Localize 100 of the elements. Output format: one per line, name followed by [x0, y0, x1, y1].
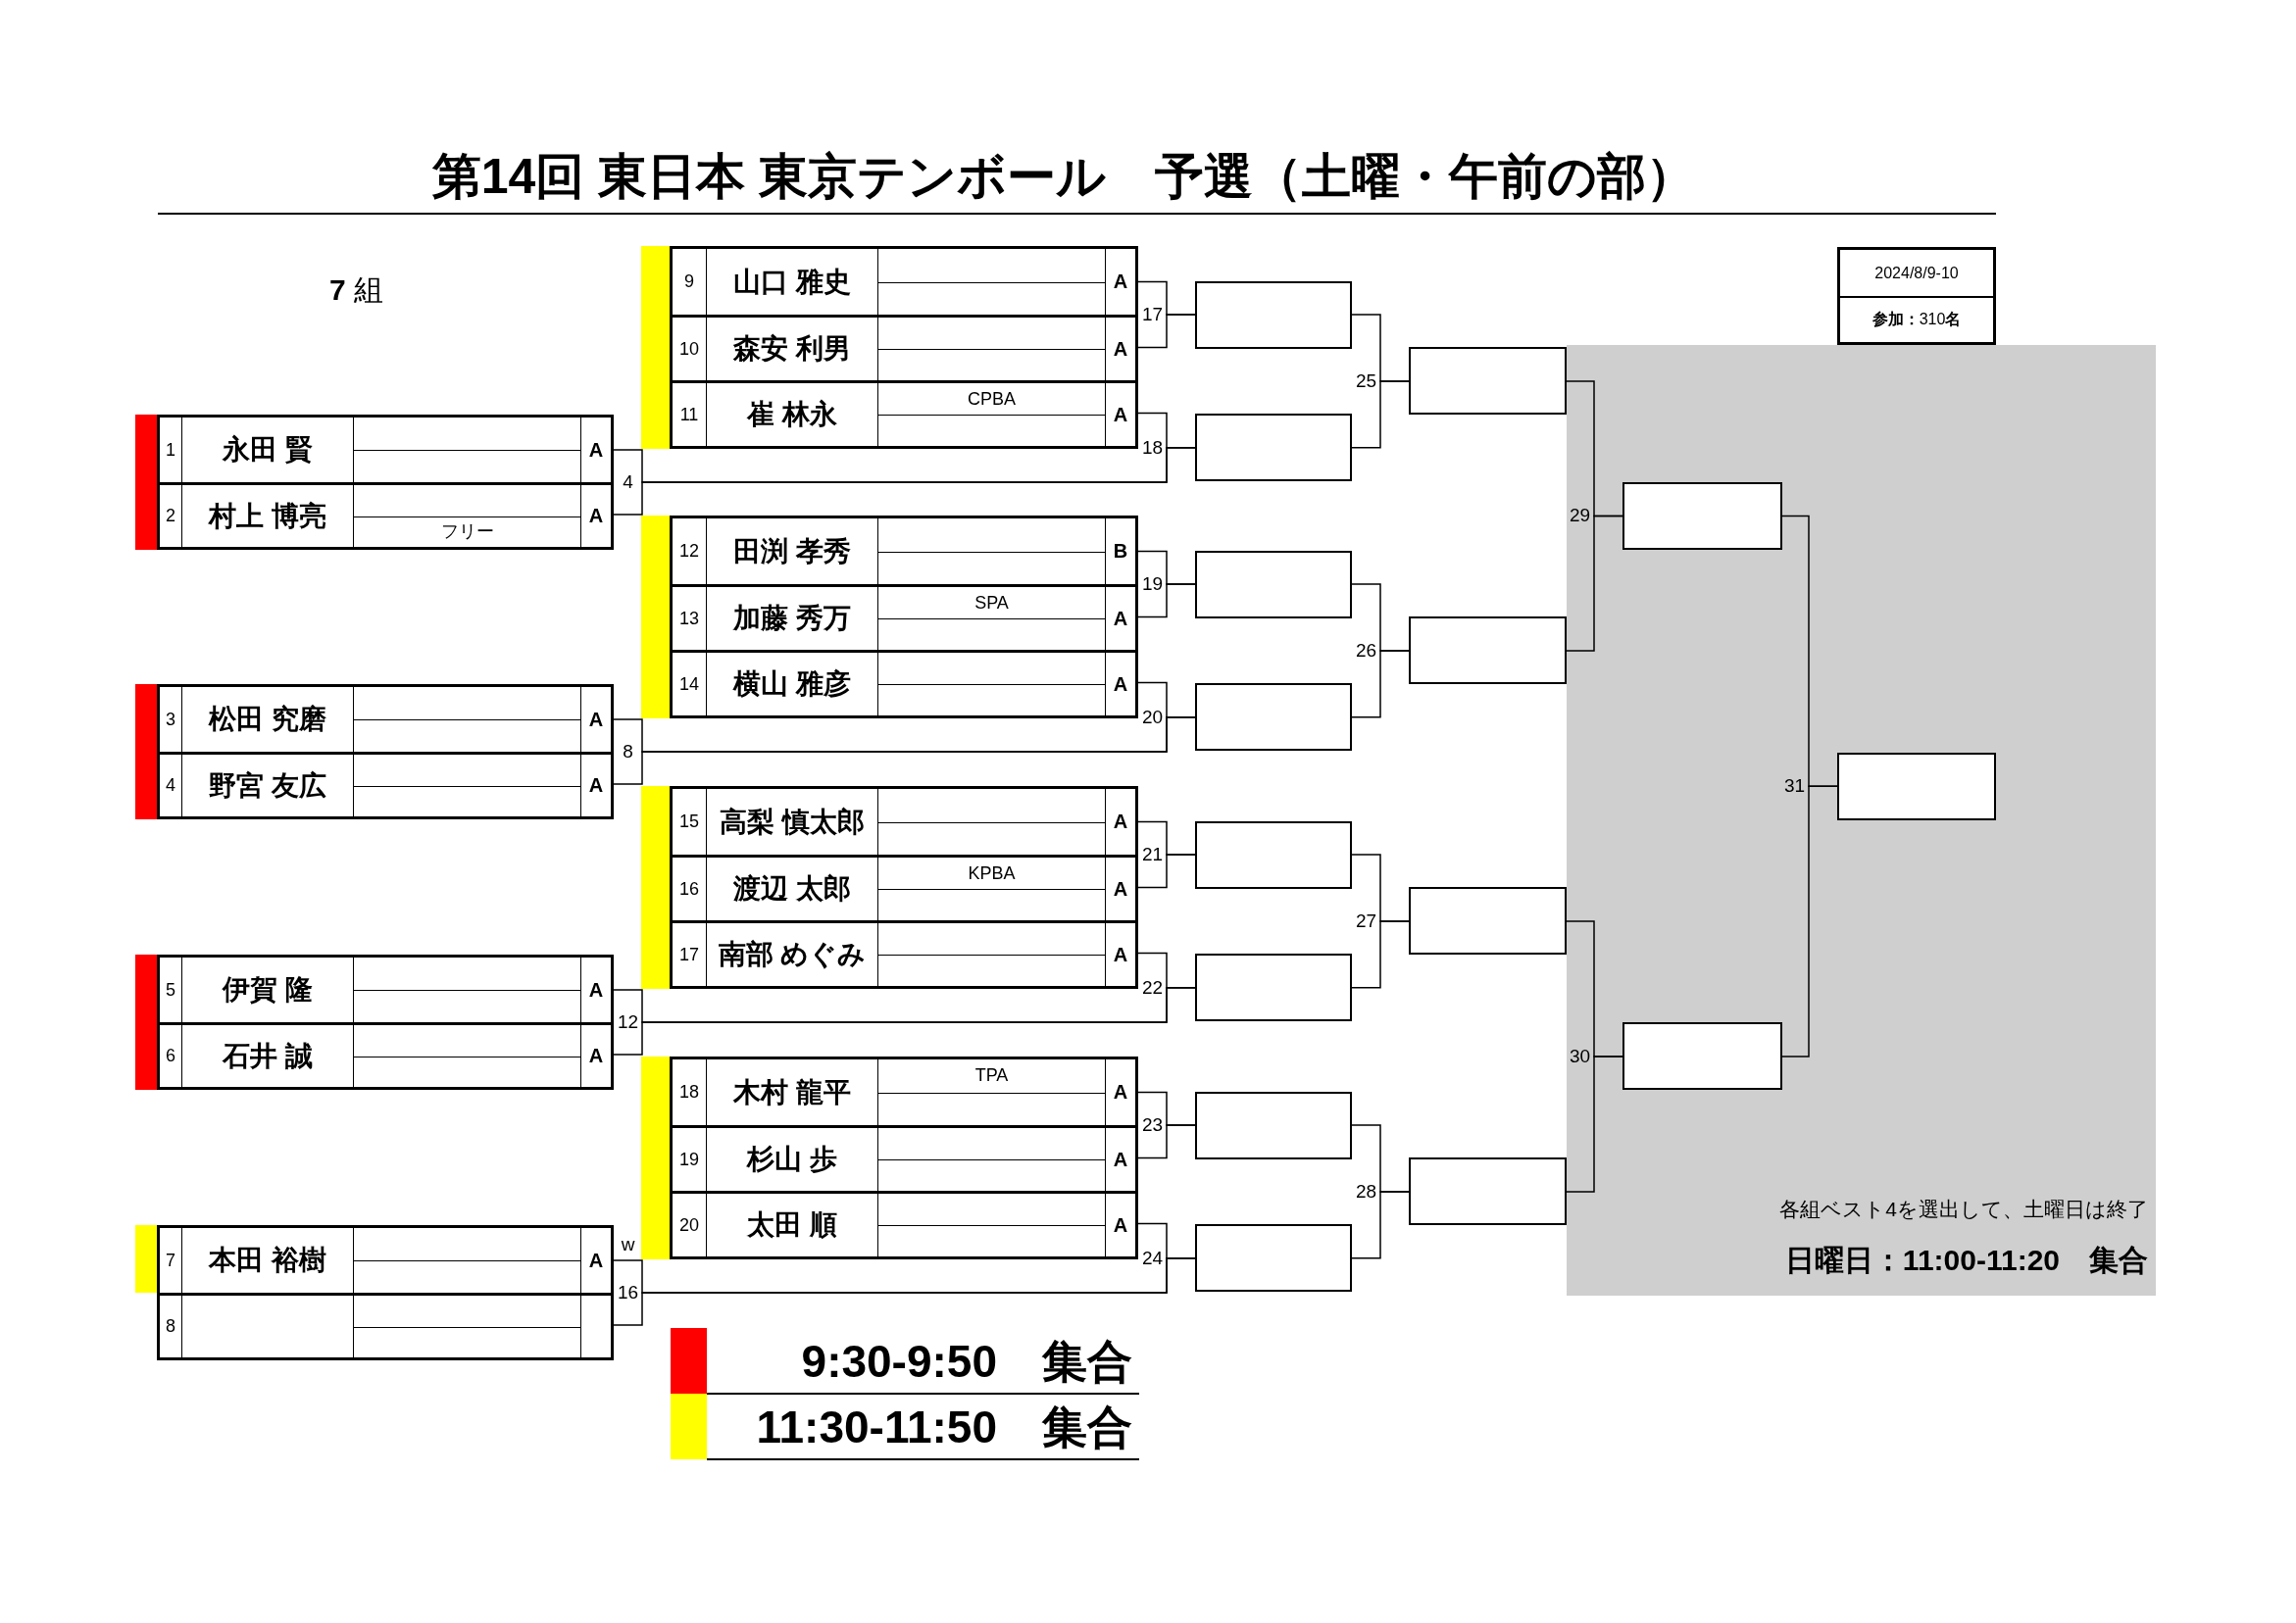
match-number: 26 [1355, 639, 1377, 662]
player-table [670, 516, 1138, 718]
info-table [1837, 247, 1996, 345]
bracket-line [1137, 583, 1196, 618]
player-name: 本田 裕樹 [209, 1244, 326, 1277]
seed-number: 19 [679, 1149, 699, 1170]
seed-number: 16 [679, 878, 699, 900]
match-number: 28 [1355, 1180, 1377, 1203]
match-number: 21 [1141, 844, 1164, 865]
match-number: 20 [1141, 706, 1164, 728]
bracket-line [1137, 854, 1196, 889]
class-rating: A [1113, 811, 1128, 833]
class-rating: A [588, 978, 604, 1002]
match-number: 27 [1355, 910, 1377, 932]
player-table [670, 246, 1138, 449]
result-box [1622, 481, 1782, 550]
player-row [673, 584, 1135, 650]
seed-number: 5 [166, 979, 175, 1001]
class-rating: A [588, 438, 604, 462]
result-box [1195, 280, 1352, 349]
seed-number: 14 [679, 673, 699, 695]
class-rating: B [1113, 540, 1128, 563]
class-rating: A [588, 708, 604, 731]
class-rating: A [1113, 877, 1128, 901]
result-box [1622, 1022, 1782, 1091]
seed-number: 3 [166, 709, 175, 730]
seed-number: 9 [684, 271, 694, 292]
bracket-line [1137, 1124, 1196, 1159]
match-number: 19 [1141, 573, 1164, 595]
class-rating: A [588, 505, 604, 527]
seed-number: 20 [679, 1214, 699, 1236]
result-box [1195, 1224, 1352, 1293]
affiliation-text: フリー [440, 520, 494, 544]
seed-number: 1 [166, 439, 175, 461]
seed-number: 17 [679, 944, 699, 965]
player-name: 高梨 慎太郎 [720, 805, 865, 839]
seed-number: 4 [166, 775, 175, 796]
class-rating: A [1113, 943, 1128, 966]
result-box [1409, 616, 1567, 685]
seed-number: 15 [679, 812, 699, 832]
player-name: 村上 博亮 [209, 499, 326, 533]
player-name: 横山 雅彦 [733, 667, 851, 701]
bracket-line [1351, 1191, 1410, 1259]
player-row [160, 1293, 611, 1357]
player-row [160, 1022, 611, 1087]
legend-text: 9:30-9:50 集合 [801, 1334, 1132, 1389]
bracket-line [1351, 920, 1410, 989]
class-rating: A [588, 774, 604, 797]
bracket-line [1137, 1222, 1196, 1259]
player-name: 永田 賢 [223, 433, 313, 467]
seed-number: 11 [679, 404, 699, 425]
bracket-line [1566, 1056, 1623, 1193]
player-table [157, 684, 614, 819]
player-name: 木村 龍平 [733, 1075, 851, 1109]
player-name: 森安 利男 [733, 332, 851, 366]
bracket-line [1137, 952, 1196, 989]
result-box [1195, 683, 1352, 752]
bracket-line [1351, 650, 1410, 718]
match-number: w [621, 1234, 635, 1255]
player-name: 杉山 歩 [747, 1143, 837, 1176]
class-rating: A [588, 1249, 604, 1272]
group-label: 7 組 [329, 272, 384, 308]
note-text: 各組ベスト4を選出して、土曜日は終了 [1779, 1197, 2148, 1222]
match-number: 23 [1141, 1114, 1164, 1136]
seed-number: 12 [679, 541, 699, 562]
seed-number: 7 [166, 1250, 175, 1271]
player-name: 田渕 孝秀 [733, 534, 851, 568]
seed-number: 2 [166, 506, 175, 526]
class-rating: A [1113, 607, 1128, 630]
affiliation-text: KPBA [968, 862, 1016, 884]
class-rating: A [1113, 337, 1128, 361]
class-rating: A [1113, 403, 1128, 426]
match-number: 18 [1141, 436, 1164, 459]
bracket-line [1781, 785, 1838, 1057]
match-number: 8 [623, 741, 633, 762]
result-box [1409, 1157, 1567, 1226]
player-row [673, 855, 1135, 920]
result-box [1409, 347, 1567, 416]
player-row [160, 752, 611, 816]
bracket-line [1566, 515, 1623, 652]
class-rating: A [588, 1045, 604, 1067]
class-rating: A [1113, 1148, 1128, 1171]
result-box [1195, 1091, 1352, 1159]
schedule-text: 日曜日：11:00-11:20 集合 [1784, 1243, 2148, 1278]
player-table [157, 955, 614, 1090]
seed-number: 10 [679, 338, 699, 360]
match-number: 4 [623, 471, 633, 493]
title: 第14回 東日本 東京テンボール 予選（土曜・午前の部） [431, 148, 1696, 206]
date-text: 2024/8/9-10 [1874, 264, 1959, 282]
bracket-line [1137, 681, 1196, 718]
player-table [157, 415, 614, 550]
player-name: 南部 めぐみ [718, 938, 867, 971]
player-table [670, 786, 1138, 989]
class-rating: A [1113, 270, 1128, 293]
result-box [1409, 887, 1567, 956]
player-row [673, 315, 1135, 380]
player-name: 石井 誠 [223, 1039, 313, 1073]
player-name: 松田 究磨 [209, 703, 326, 736]
player-name: 野宮 友広 [209, 768, 326, 803]
result-box [1195, 820, 1352, 889]
